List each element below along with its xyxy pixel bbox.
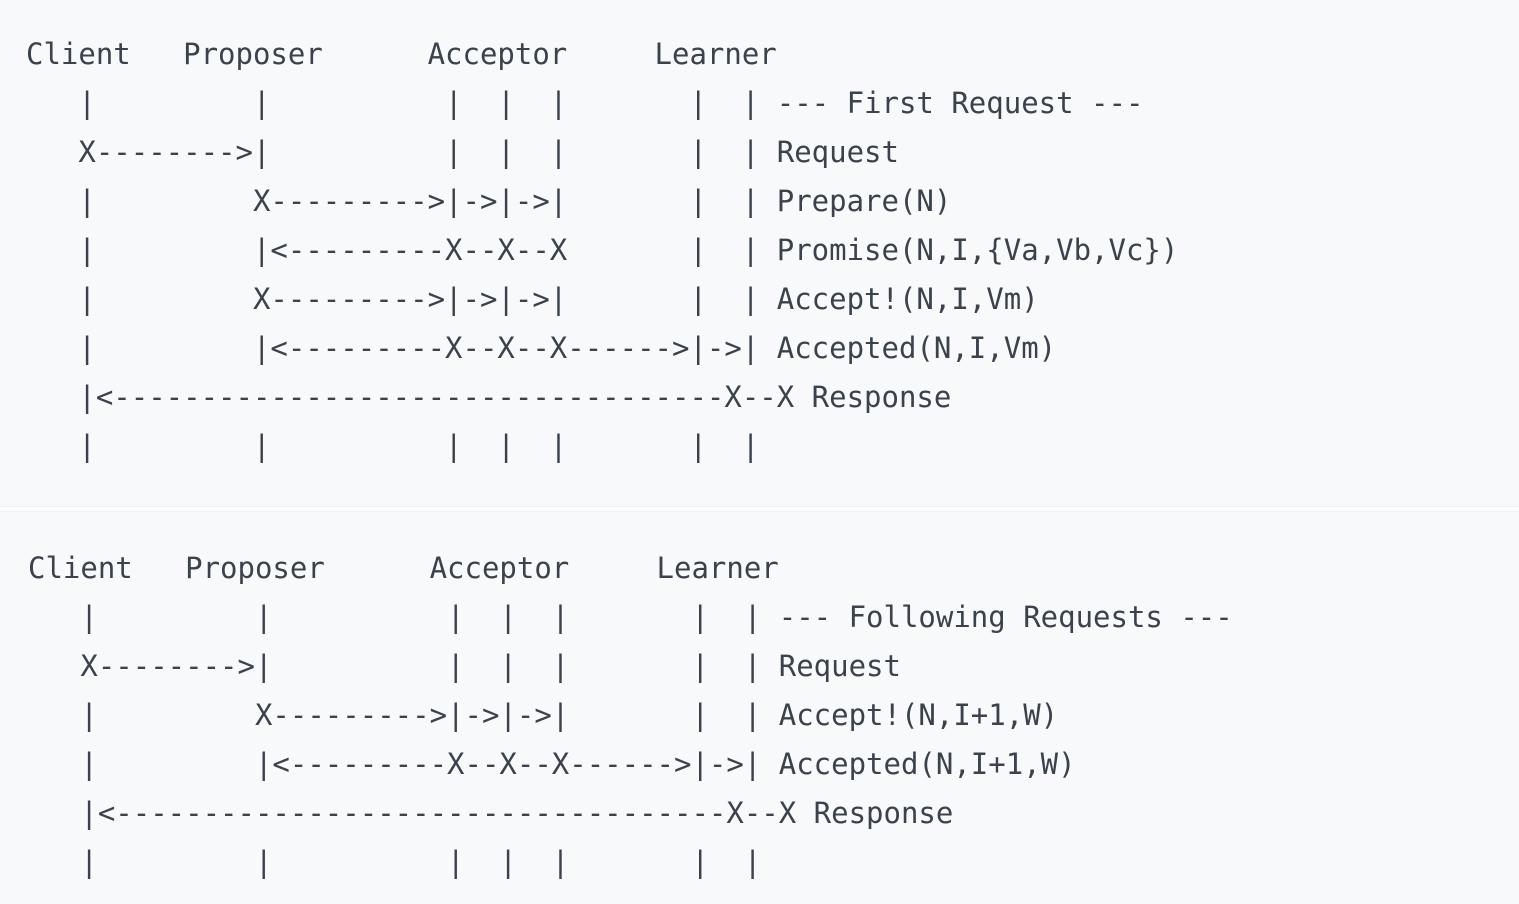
- block-divider: [0, 506, 1519, 512]
- ascii-art-following-requests: Client Proposer Acceptor Learner | | | |…: [28, 551, 1233, 879]
- paxos-first-request-block: Client Proposer Acceptor Learner | | | |…: [26, 37, 1179, 463]
- paxos-following-requests-block: Client Proposer Acceptor Learner | | | |…: [0, 512, 1519, 904]
- ascii-art-first-request: Client Proposer Acceptor Learner | | | |…: [26, 37, 1179, 463]
